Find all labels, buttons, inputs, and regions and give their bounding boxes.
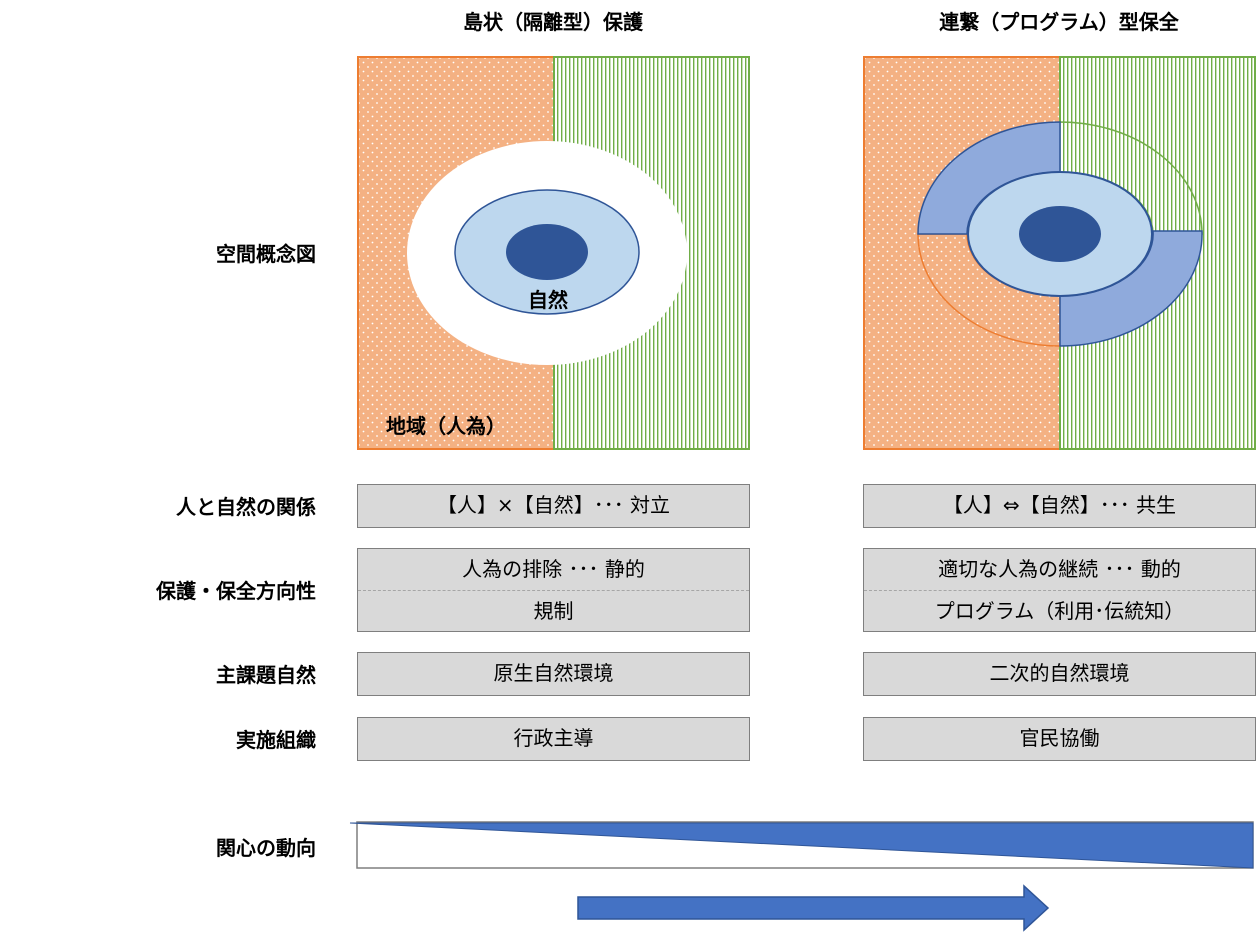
nature-label: 自然 bbox=[528, 288, 568, 312]
row-label-direction: 保護・保全方向性 bbox=[156, 579, 316, 603]
left-relation-text: 【人】×【自然】･･･ 対立 bbox=[436, 493, 671, 517]
right-organization-text: 官民協働 bbox=[1019, 726, 1100, 750]
left-column-title: 島状（隔離型）保護 bbox=[463, 10, 643, 34]
left-organization-text: 行政主導 bbox=[513, 726, 594, 750]
trend-fill bbox=[349, 822, 1254, 869]
right-column-title: 連繋（プログラム）型保全 bbox=[939, 10, 1179, 34]
left-subject-box: 原生自然環境 bbox=[357, 652, 750, 696]
left-subject-text: 原生自然環境 bbox=[493, 661, 614, 685]
nature-core bbox=[1019, 206, 1101, 262]
left-direction-line-2: 規制 bbox=[533, 599, 574, 623]
left-organization-box: 行政主導 bbox=[357, 717, 750, 761]
program-conservation-diagram bbox=[863, 56, 1256, 450]
right-relation-box: 【人】⇔【自然】･･･ 共生 bbox=[863, 484, 1256, 528]
interest-trend-wedge bbox=[349, 821, 1254, 869]
row-label-concept: 空間概念図 bbox=[216, 242, 316, 266]
trend-arrow-icon bbox=[577, 884, 1050, 932]
right-direction-box: 適切な人為の継続 ･･･ 動的 プログラム（利用･伝統知） bbox=[863, 548, 1256, 632]
left-relation-box: 【人】×【自然】･･･ 対立 bbox=[357, 484, 750, 528]
row-label-relation: 人と自然の関係 bbox=[176, 495, 316, 519]
right-subject-box: 二次的自然環境 bbox=[863, 652, 1256, 696]
right-direction-line-1: 適切な人為の継続 ･･･ 動的 bbox=[864, 549, 1255, 591]
row-label-subject: 主課題自然 bbox=[216, 663, 316, 687]
right-relation-text: 【人】⇔【自然】･･･ 共生 bbox=[942, 493, 1177, 517]
row-label-organization: 実施組織 bbox=[236, 728, 316, 752]
nature-core bbox=[506, 224, 588, 280]
island-protection-diagram: 自然 地域（人為） bbox=[357, 56, 750, 450]
right-direction-line-2: プログラム（利用･伝統知） bbox=[934, 599, 1185, 623]
left-direction-box: 人為の排除 ･･･ 静的 規制 bbox=[357, 548, 750, 632]
region-label: 地域（人為） bbox=[386, 414, 506, 438]
row-label-interest: 関心の動向 bbox=[216, 836, 316, 860]
right-subject-text: 二次的自然環境 bbox=[989, 661, 1130, 685]
right-organization-box: 官民協働 bbox=[863, 717, 1256, 761]
left-direction-line-1: 人為の排除 ･･･ 静的 bbox=[358, 549, 749, 591]
